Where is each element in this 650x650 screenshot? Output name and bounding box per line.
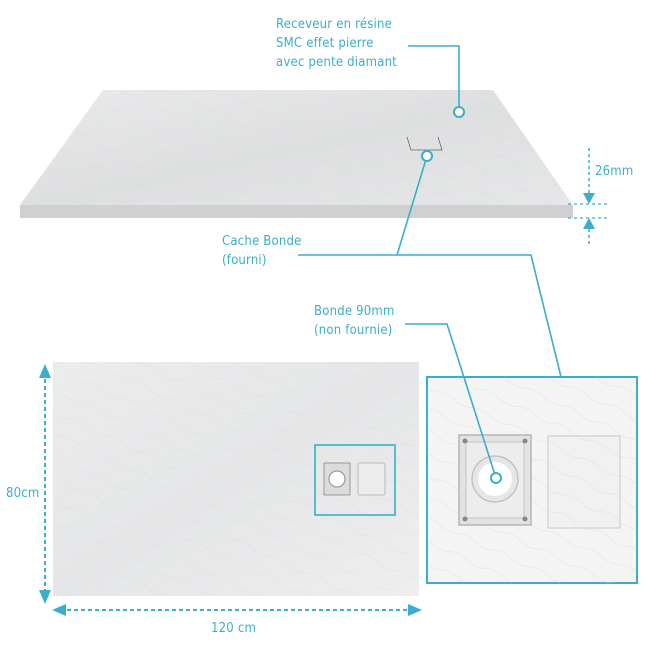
shower-tray-plan xyxy=(53,362,419,596)
thickness-dimension xyxy=(568,148,610,245)
bonde-label-line1: Bonde 90mm xyxy=(314,304,395,319)
bonde-label-line2: (non fournie) xyxy=(314,323,393,338)
bonde-label: Bonde 90mm (non fournie) xyxy=(314,302,395,340)
receiver-callout-line xyxy=(408,45,465,118)
cache-bonde-cover xyxy=(547,435,621,529)
detail-zoom-view xyxy=(426,376,638,584)
detail-highlight-box xyxy=(314,444,396,516)
receiver-label-line1: Receveur en résine xyxy=(276,17,393,32)
depth-label: 80cm xyxy=(6,486,40,501)
drain-cover-outline xyxy=(406,136,443,151)
thickness-label: 26mm xyxy=(595,164,634,179)
width-dimension xyxy=(52,604,422,616)
depth-dimension xyxy=(39,364,51,604)
receiver-label-line3: avec pente diamant xyxy=(276,55,397,70)
bonde-callout-line xyxy=(405,323,502,484)
cache-bonde-label-line2: (fourni) xyxy=(222,253,267,268)
cache-bonde-label-line1: Cache Bonde xyxy=(222,234,302,249)
receiver-label: Receveur en résine SMC effet pierre avec… xyxy=(276,15,397,72)
width-label: 120 cm xyxy=(211,621,257,636)
cache-bonde-label: Cache Bonde (fourni) xyxy=(222,232,302,270)
receiver-label-line2: SMC effet pierre xyxy=(276,36,374,51)
shower-tray-3d xyxy=(20,90,573,218)
